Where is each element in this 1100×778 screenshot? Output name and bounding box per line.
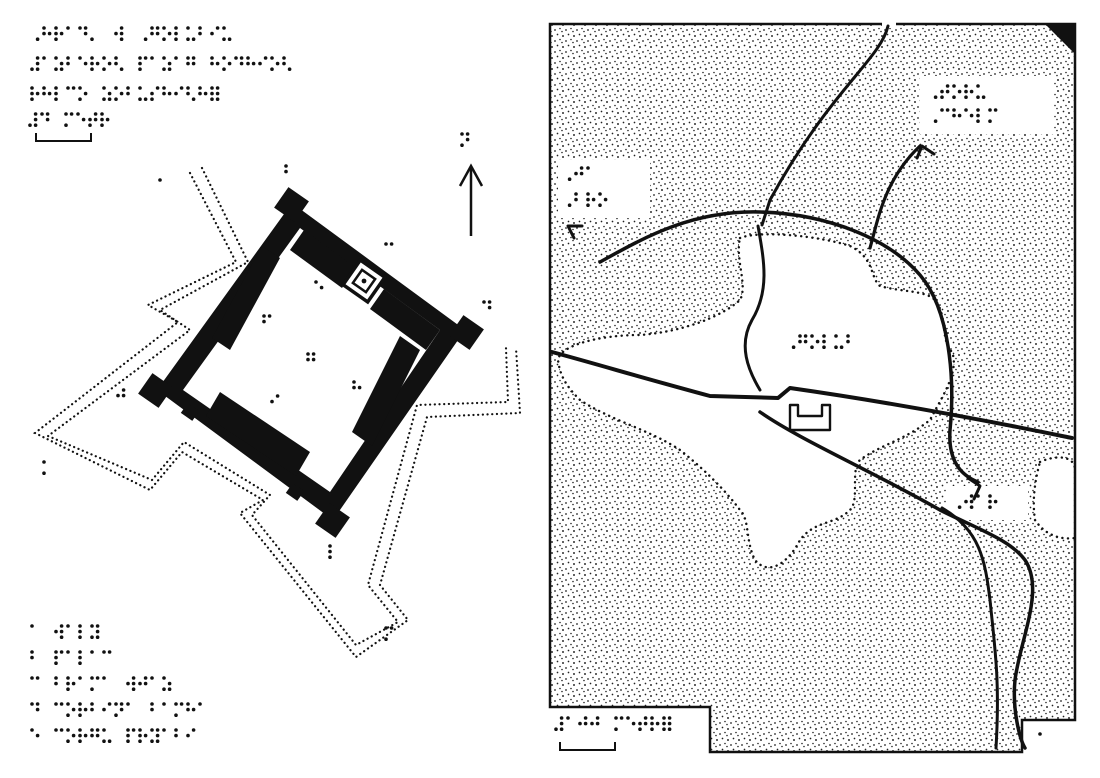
area-map: [548, 20, 1077, 754]
braille-plan-label-7: [306, 352, 316, 362]
braille-title-line-3: [30, 86, 220, 101]
scale-bar-left: [35, 133, 92, 142]
braille-place-nw-2: [567, 192, 608, 207]
braille-plan-label-1: [158, 178, 162, 182]
road-inner-north: [743, 224, 766, 392]
clearing-north: [556, 233, 955, 569]
braille-plan-label-8: [352, 380, 362, 390]
castle-symbol-icon: [788, 403, 832, 432]
braille-plan-label-3: [384, 242, 394, 246]
road-southwest: [940, 506, 999, 750]
braille-plan-label-4: [482, 300, 492, 310]
map-frame: [548, 22, 1077, 754]
braille-north: [460, 132, 470, 147]
river-south: [758, 410, 1035, 750]
road-arc: [598, 210, 980, 484]
braille-plan-label-5: [314, 280, 324, 290]
braille-place-se: [957, 494, 998, 510]
road-northeast: [868, 144, 922, 250]
braille-plan-label-11: [42, 460, 46, 476]
braille-title-line-1: [35, 26, 232, 41]
braille-scale-right: [554, 716, 672, 731]
braille-text-layer: [28, 26, 1042, 743]
braille-title-line-2: [30, 56, 292, 71]
braille-legend-line-4: [30, 702, 202, 717]
braille-plan-label-6: [262, 314, 272, 324]
road-east-west: [550, 350, 1074, 440]
braille-place-nw-1: [567, 166, 590, 181]
braille-center-label: [791, 334, 850, 350]
braille-plan-label-2: [284, 164, 288, 174]
braille-legend-line-5: [30, 728, 196, 743]
braille-scale-left: [28, 112, 110, 127]
scale-bar-right: [559, 742, 616, 751]
castle-walls: [138, 187, 484, 538]
braille-plan-label-10: [116, 388, 126, 398]
castle-plan: [32, 133, 522, 659]
braille-plan-label-13: [384, 626, 394, 641]
clearing-east: [1032, 456, 1075, 540]
braille-legend-line-2: [30, 650, 112, 665]
braille-place-ne-1: [933, 84, 986, 99]
braille-plan-label-9: [270, 394, 280, 404]
north-arrow-icon: [458, 163, 484, 236]
braille-legend-line-1: [30, 624, 100, 639]
braille-place-ne-2: [933, 108, 998, 123]
fortification-outline: [32, 166, 522, 659]
braille-plan-label-12: [328, 544, 332, 559]
braille-legend-line-3: [30, 676, 172, 691]
corner-triangle: [1045, 24, 1075, 54]
road-north: [760, 24, 890, 227]
braille-corner-mark: [1038, 732, 1042, 736]
